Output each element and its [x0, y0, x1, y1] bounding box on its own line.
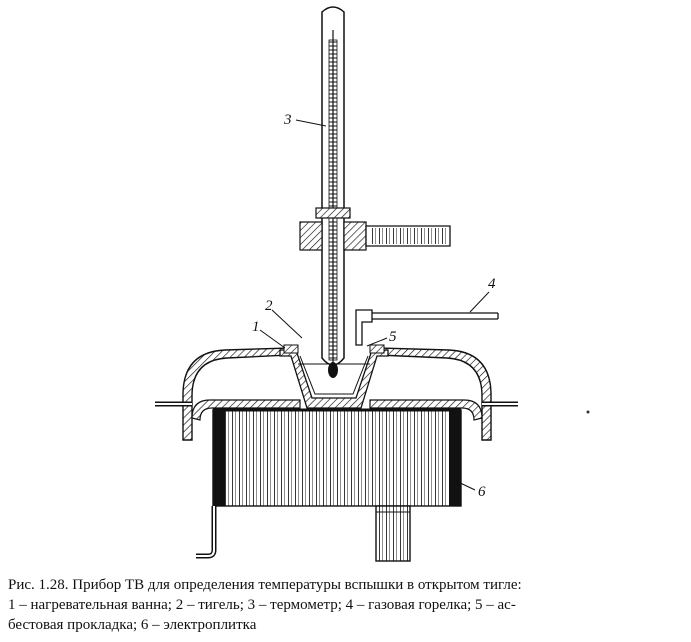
label-3: 3 — [283, 112, 292, 128]
figure-caption: Рис. 1.28. Прибор ТВ для определения тем… — [8, 575, 684, 635]
gas-burner — [355, 309, 499, 346]
leader-lines — [259, 119, 490, 491]
label-5: 5 — [389, 329, 397, 345]
thermometer-holder — [299, 207, 451, 251]
label-4: 4 — [488, 276, 496, 292]
label-6: 6 — [478, 484, 486, 500]
caption-line-3: бестовая прокладка; 6 – электроплитка — [8, 617, 257, 633]
label-1: 1 — [252, 319, 260, 335]
crucible — [279, 344, 389, 409]
flash-point-apparatus-diagram: 3 4 2 1 5 6 — [155, 6, 590, 562]
caption-line-1: Рис. 1.28. Прибор ТВ для определения тем… — [8, 577, 522, 593]
electric-hot-plate — [196, 408, 462, 562]
thermometer — [321, 6, 345, 378]
speck — [586, 410, 590, 414]
heating-bath — [155, 347, 518, 441]
label-2: 2 — [265, 298, 273, 314]
caption-line-2: 1 – нагревательная ванна; 2 – тигель; 3 … — [8, 597, 516, 613]
